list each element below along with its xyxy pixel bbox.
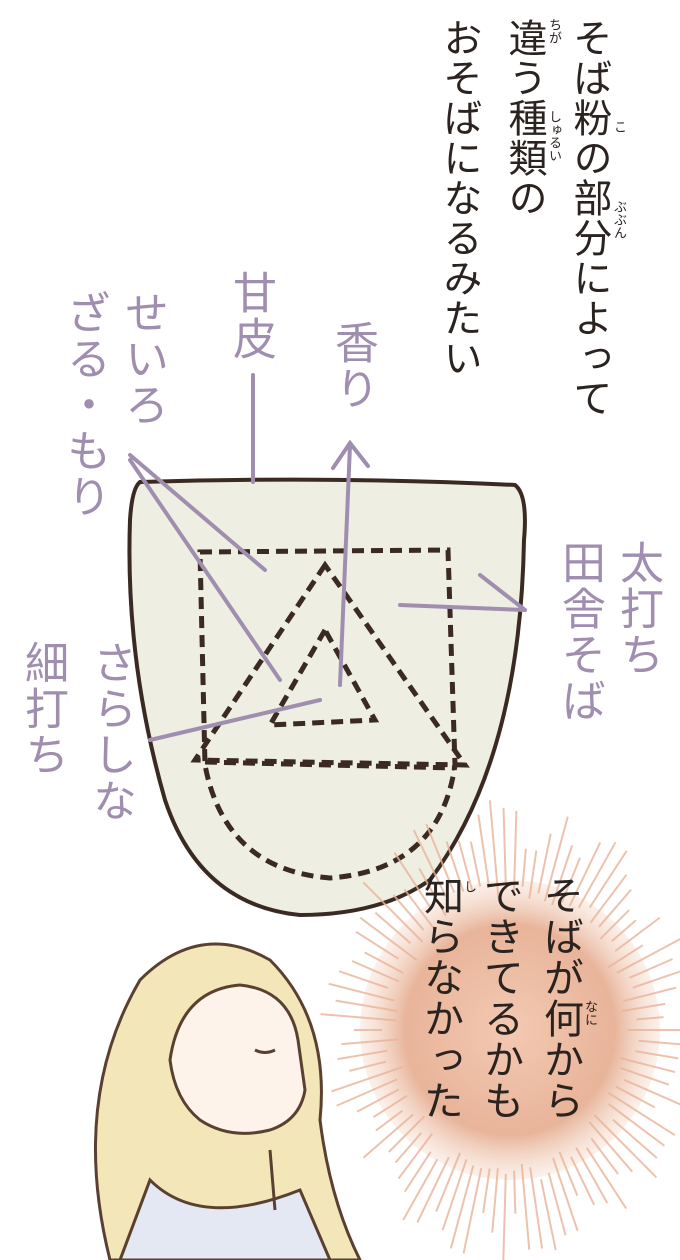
burst-spike	[571, 1157, 594, 1205]
narration-line-3: おそばになるみたい	[440, 18, 479, 378]
burst-spike	[599, 890, 631, 927]
burst-spike	[443, 1159, 467, 1230]
ruby-ko: こ	[612, 120, 625, 133]
ruby-bubun: ぶぶん	[612, 200, 625, 239]
label-sarashina: さらしな	[88, 640, 132, 824]
label-zaru-mori: ざる・もり	[62, 290, 106, 520]
girl-character	[95, 944, 360, 1260]
burst-spike	[451, 1166, 473, 1249]
bubble-line-3: 知らなかった	[420, 875, 460, 1121]
label-inaka-soba: 田舎そば	[557, 540, 601, 724]
burst-spike	[503, 1174, 506, 1260]
ruby-chiga: ちが	[547, 18, 560, 44]
burst-spike	[514, 1171, 515, 1214]
bubble-line-2: できてるかも	[480, 875, 520, 1121]
narration-line-1: そば粉の部分によって	[570, 18, 609, 418]
label-kaori: 香り	[330, 320, 374, 412]
burst-spike	[405, 1152, 431, 1192]
label-seiro: せいろ	[120, 290, 164, 428]
ruby-shurui: しゅるい	[547, 110, 560, 162]
label-futouchi: 太打ち	[615, 540, 659, 678]
ruby-shi: し	[462, 880, 475, 893]
ruby-nani: なに	[583, 1000, 596, 1026]
bubble-line-1: そばが何から	[540, 875, 580, 1121]
label-amakawa: 甘皮	[228, 270, 272, 362]
burst-spike	[464, 1168, 482, 1253]
narration-line-2: 違う種類の	[505, 18, 544, 218]
label-hosouchi: 細打ち	[20, 640, 64, 778]
